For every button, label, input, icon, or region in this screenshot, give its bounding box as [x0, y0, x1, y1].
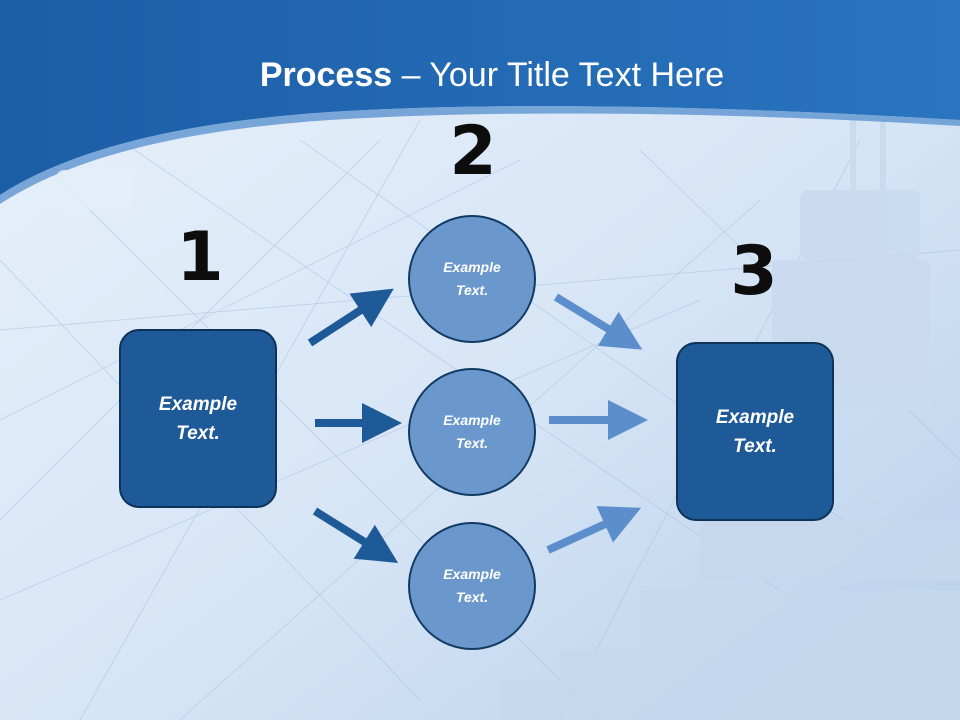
- circle-bottom-label: Example Text.: [443, 566, 501, 605]
- title-rest: – Your Title Text Here: [392, 56, 725, 94]
- arrow-top-to-right: [553, 293, 643, 350]
- truck-decor: [56, 170, 134, 210]
- circle-middle: Example Text.: [408, 368, 536, 496]
- arrow-left-to-bottom: [312, 507, 399, 563]
- circle-bottom: Example Text.: [408, 522, 536, 650]
- arrow-left-to-top: [307, 288, 394, 347]
- slide-title: Process – Your Title Text Here: [0, 52, 960, 98]
- circle-top: Example Text.: [408, 215, 536, 343]
- arrow-bottom-to-right: [546, 506, 642, 554]
- containers-decor: [500, 520, 960, 720]
- left-box: Example Text.: [119, 329, 277, 508]
- step-number-1: 1: [176, 218, 224, 297]
- right-box-label: Example Text.: [715, 406, 795, 457]
- circle-middle-label: Example Text.: [443, 412, 501, 451]
- step-number-2: 2: [449, 112, 497, 191]
- left-box-label: Example Text.: [158, 393, 238, 444]
- title-strong: Process: [259, 56, 393, 94]
- step-number-3: 3: [730, 232, 778, 311]
- circle-top-label: Example Text.: [443, 259, 501, 298]
- right-box: Example Text.: [676, 342, 834, 521]
